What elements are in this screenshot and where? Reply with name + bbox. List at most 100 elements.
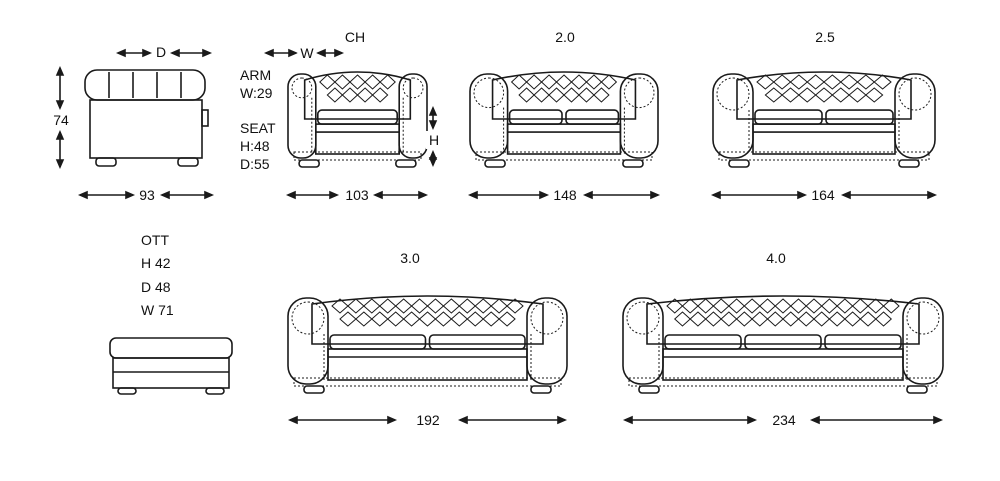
- arm-scroll: [291, 301, 325, 335]
- tuft-button: [813, 311, 831, 327]
- tuft-button: [319, 74, 336, 90]
- tuft-button: [839, 74, 859, 90]
- tuft-button: [418, 311, 437, 327]
- sofa-back: [736, 71, 912, 120]
- ottoman-foot: [117, 387, 137, 395]
- chair-w-left: [263, 48, 299, 58]
- side-view: [84, 69, 209, 167]
- tuft-button: [865, 87, 884, 103]
- depth-dimension-left: [115, 48, 153, 58]
- arrowhead-icon: [582, 190, 593, 200]
- tuft-button: [600, 74, 618, 90]
- seat-depth: D:55: [240, 156, 270, 172]
- tuft-button: [806, 74, 825, 90]
- sofa-back: [646, 295, 920, 345]
- tuft-button: [378, 298, 397, 314]
- ottoman-top: [109, 337, 233, 359]
- tuft-button: [371, 87, 389, 103]
- arrowhead-icon: [55, 65, 65, 76]
- seat-cushion: [565, 109, 620, 125]
- arrowhead-icon: [418, 190, 429, 200]
- tuft-button: [356, 87, 374, 103]
- tuft-button: [704, 311, 722, 327]
- seat-cushion: [428, 334, 526, 350]
- sofa-3-0-drawing: [287, 295, 568, 394]
- sofa-foot: [728, 159, 750, 168]
- height-dimension-bottom: [55, 129, 65, 170]
- tuft-button: [856, 74, 876, 90]
- ottoman-foot: [205, 387, 225, 395]
- tuft-button: [364, 74, 381, 90]
- tuft-button: [490, 298, 508, 314]
- arm-scroll: [402, 77, 424, 99]
- arrowhead-icon: [334, 48, 345, 58]
- base-stitch: [293, 377, 562, 387]
- tuft-button: [379, 74, 396, 90]
- arrowhead-icon: [457, 415, 468, 425]
- tuft-button: [873, 74, 892, 90]
- arrowhead-icon: [428, 157, 438, 168]
- tuft-button: [798, 87, 817, 103]
- sofa-arm: [619, 73, 659, 159]
- chair-h-bottom: [428, 149, 438, 168]
- side-foot: [95, 157, 117, 167]
- arm-scroll: [906, 301, 940, 335]
- sofa-3-0-width-right: [457, 415, 568, 425]
- tuft-button: [339, 311, 357, 327]
- sofa-back: [491, 71, 637, 120]
- base-stitch: [475, 151, 653, 161]
- ottoman-depth: D 48: [141, 279, 171, 295]
- sofa-2-5-label: 2.5: [812, 28, 838, 46]
- tuft-button: [442, 298, 461, 314]
- tuft-button: [386, 311, 405, 327]
- seat-cushion: [329, 334, 427, 350]
- tuft-button: [720, 311, 738, 327]
- sofa-foot: [622, 159, 644, 168]
- arrowhead-icon: [747, 415, 758, 425]
- sofa-back: [303, 71, 412, 120]
- tuft-button: [349, 74, 366, 90]
- arrowhead-icon: [372, 190, 383, 200]
- chair-width-right: [372, 190, 429, 200]
- sofa-arm: [712, 73, 754, 159]
- base-stitch: [718, 151, 930, 161]
- tuft-button: [326, 87, 344, 103]
- tuft-button: [533, 87, 550, 103]
- sofa-4-0-drawing: [622, 295, 944, 394]
- tuft-button: [828, 311, 846, 327]
- arrowhead-icon: [159, 190, 170, 200]
- tuft-button: [797, 311, 815, 327]
- sofa-2-0-width-right: [582, 190, 661, 200]
- seat-cushion: [664, 334, 742, 350]
- sofa-4-0-width-left: [622, 415, 758, 425]
- height-value: 74: [50, 111, 72, 129]
- tuft-button: [371, 311, 389, 327]
- arrowhead-icon: [329, 190, 340, 200]
- seat-cushion: [825, 109, 894, 125]
- arm-scroll: [623, 77, 655, 109]
- arrowhead-icon: [288, 48, 299, 58]
- sofa-3-0-width: 192: [413, 411, 443, 429]
- sofa-foot: [638, 385, 660, 394]
- tuft-button: [555, 74, 573, 90]
- sofa-2-5-drawing: [712, 71, 936, 168]
- arrowhead-icon: [55, 100, 65, 111]
- arrowhead-icon: [539, 190, 550, 200]
- tuft-button: [498, 311, 516, 327]
- arrowhead-icon: [285, 190, 296, 200]
- arrowhead-icon: [557, 415, 568, 425]
- tuft-button: [585, 74, 603, 90]
- arrowhead-icon: [202, 48, 213, 58]
- arrowhead-icon: [387, 415, 398, 425]
- tuft-button: [341, 87, 359, 103]
- tuft-button: [666, 298, 684, 314]
- tuft-button: [355, 311, 373, 327]
- arrowhead-icon: [467, 190, 478, 200]
- chair-width-value: 103: [342, 186, 372, 204]
- chair-w-right: [315, 48, 345, 58]
- tuft-button: [851, 298, 869, 314]
- ottoman-width: W 71: [141, 302, 174, 318]
- sofa-arm: [622, 297, 664, 385]
- tuft-button: [781, 87, 800, 103]
- sofa-foot: [298, 159, 320, 168]
